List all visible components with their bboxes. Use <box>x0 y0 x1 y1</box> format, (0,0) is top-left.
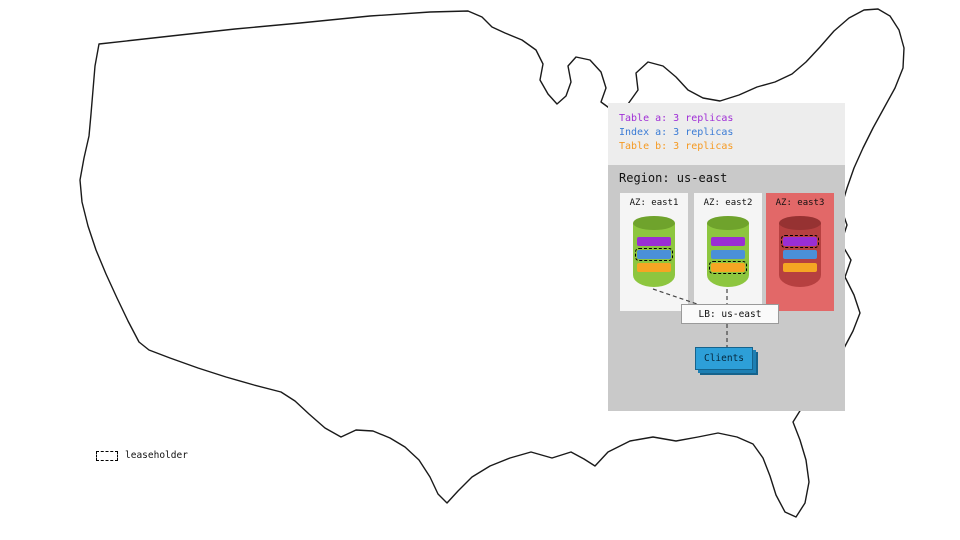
legend-table-b: Table b: 3 replicas <box>619 141 734 152</box>
leaseholder-label: leaseholder <box>125 450 188 461</box>
db-node-east2 <box>707 216 749 287</box>
az-east3: AZ: east3 <box>766 193 834 311</box>
replica-table-b <box>783 263 817 272</box>
leaseholder-swatch-icon <box>96 450 118 461</box>
db-node-east3 <box>779 216 821 287</box>
db-node-east1 <box>633 216 675 287</box>
region-title: Region: us-east <box>619 171 728 185</box>
az-east1: AZ: east1 <box>620 193 688 311</box>
cylinder-top-icon <box>707 216 749 230</box>
replica-table-b <box>709 261 747 274</box>
replica-legend-panel: Table a: 3 replicas Index a: 3 replicas … <box>608 103 845 165</box>
clients-label: Clients <box>703 353 745 364</box>
clients-box: Clients <box>695 347 753 370</box>
legend-table-a: Table a: 3 replicas <box>619 113 734 124</box>
az-east2: AZ: east2 <box>694 193 762 311</box>
replica-table-a <box>711 237 745 246</box>
az-east3-label: AZ: east3 <box>775 198 825 208</box>
replica-table-b <box>637 263 671 272</box>
cylinder-top-icon <box>633 216 675 230</box>
leaseholder-legend: leaseholder <box>96 450 188 461</box>
cylinder-top-icon <box>779 216 821 230</box>
replica-table-a <box>637 237 671 246</box>
region-panel: Region: us-east AZ: east1 AZ: east2 AZ: … <box>608 165 845 411</box>
load-balancer: LB: us-east <box>681 304 779 324</box>
replica-index-a <box>635 248 673 261</box>
replica-index-a <box>711 250 745 259</box>
az-east2-label: AZ: east2 <box>703 198 753 208</box>
replica-table-a <box>781 235 819 248</box>
az-east1-label: AZ: east1 <box>629 198 679 208</box>
legend-index-a: Index a: 3 replicas <box>619 127 734 138</box>
replica-index-a <box>783 250 817 259</box>
